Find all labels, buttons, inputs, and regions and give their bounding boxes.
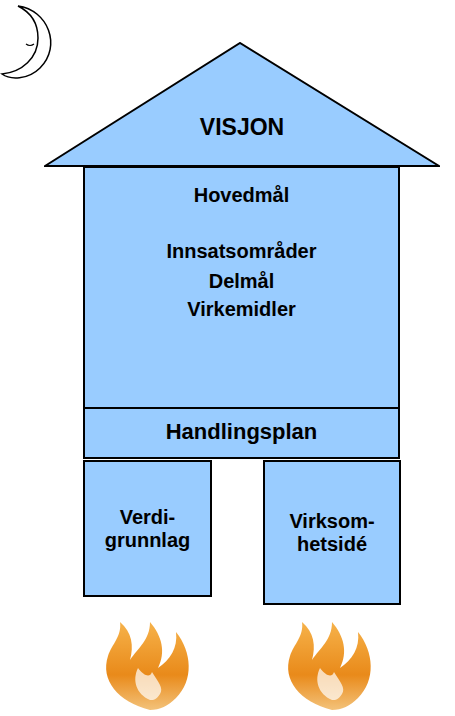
node-label: Innsatsområder	[85, 240, 398, 263]
plan-band: Handlingsplan	[83, 407, 400, 459]
moon-icon	[2, 6, 51, 78]
node-label: Virkemidler	[85, 298, 398, 321]
pillar-box: Virksom- hetsidé	[263, 460, 401, 605]
flame-icon	[106, 622, 189, 710]
node-label: Hovedmål	[85, 184, 398, 207]
flame-icon	[288, 622, 371, 710]
node-label: Handlingsplan	[85, 419, 398, 444]
roof-outline	[44, 42, 440, 167]
node-label: Virksom- hetsidé	[272, 510, 392, 556]
goals-box: HovedmålInnsatsområderDelmålVirkemidler	[83, 166, 400, 409]
pillar-box: Verdi- grunnlag	[83, 460, 212, 597]
roof-triangle: VISJON	[44, 42, 440, 167]
node-label: Verdi- grunnlag	[92, 506, 204, 552]
node-label: Delmål	[85, 270, 398, 293]
node-label: VISJON	[44, 114, 440, 140]
